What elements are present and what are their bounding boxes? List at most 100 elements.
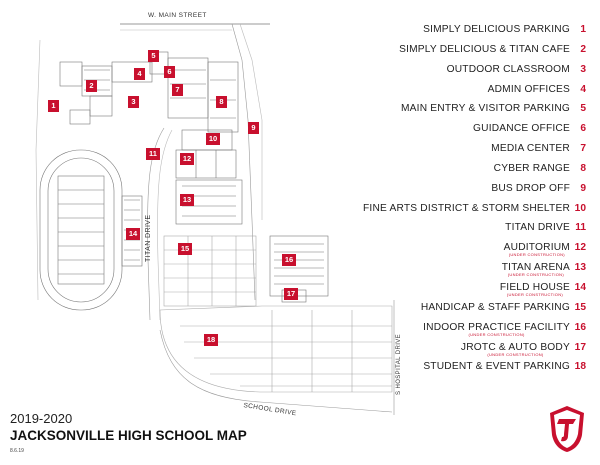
legend-label: INDOOR PRACTICE FACILITY(UNDER CONSTRUCT… [423, 322, 570, 337]
legend-label: STUDENT & EVENT PARKING [423, 361, 570, 372]
legend-item[interactable]: AUDITORIUM(UNDER CONSTRUCTION) 12 [360, 242, 586, 262]
map-title: JACKSONVILLE HIGH SCHOOL MAP [10, 428, 247, 443]
legend-number: 5 [580, 103, 586, 115]
legend-item[interactable]: TITAN DRIVE 11 [360, 222, 586, 242]
legend-label-text: SIMPLY DELICIOUS & TITAN CAFE [399, 43, 570, 55]
legend-note: (UNDER CONSTRUCTION) [508, 252, 565, 258]
map-marker-17[interactable]: 17 [284, 288, 298, 300]
map-marker-5[interactable]: 5 [148, 50, 159, 62]
map-marker-4[interactable]: 4 [134, 68, 145, 80]
map-marker-3[interactable]: 3 [128, 96, 139, 108]
legend-number: 1 [580, 24, 586, 35]
legend-item[interactable]: BUS DROP OFF 9 [360, 183, 586, 203]
legend-label-text: ADMIN OFFICES [487, 83, 570, 95]
legend-item[interactable]: CYBER RANGE 8 [360, 163, 586, 183]
map-year: 2019-2020 [10, 411, 73, 426]
legend-number: 7 [580, 143, 586, 155]
legend-number: 16 [574, 321, 586, 333]
map-marker-2[interactable]: 2 [86, 80, 97, 92]
parking-lot-15 [163, 235, 257, 307]
campus-map: W. MAIN STREET SCHOOL DRIVE TITAN DRIVE … [35, 12, 402, 417]
map-marker-7[interactable]: 7 [172, 84, 183, 96]
legend-item[interactable]: MEDIA CENTER 7 [360, 143, 586, 163]
legend-number: 17 [574, 341, 586, 353]
map-date: 8.6.19 [10, 448, 24, 454]
legend-label-text: BUS DROP OFF [491, 182, 570, 194]
map-marker-10[interactable]: 10 [206, 133, 220, 145]
legend-item[interactable]: JROTC & AUTO BODY(UNDER CONSTRUCTION) 17 [360, 342, 586, 362]
legend-item[interactable]: HANDICAP & STAFF PARKING 15 [360, 302, 586, 322]
legend-label-text: TITAN ARENA [501, 262, 570, 274]
titan-drive-road [147, 127, 165, 321]
legend-label: AUDITORIUM(UNDER CONSTRUCTION) [504, 242, 570, 257]
legend-label-text: STUDENT & EVENT PARKING [423, 361, 570, 373]
map-marker-16[interactable]: 16 [282, 254, 296, 266]
legend-item[interactable]: MAIN ENTRY & VISITOR PARKING 5 [360, 103, 586, 123]
legend-label: TITAN DRIVE [505, 222, 570, 233]
arts-arena-complex [175, 129, 243, 225]
legend-note: (UNDER CONSTRUCTION) [506, 291, 564, 297]
legend-number: 10 [574, 202, 586, 214]
legend-number: 14 [574, 281, 586, 293]
legend-label: MEDIA CENTER [491, 143, 570, 154]
street-label-titan-drive: TITAN DRIVE [145, 214, 152, 262]
map-marker-9[interactable]: 9 [248, 122, 259, 134]
legend-item[interactable]: TITAN ARENA(UNDER CONSTRUCTION) 13 [360, 262, 586, 282]
legend-label-text: FINE ARTS DISTRICT & STORM SHELTER [363, 202, 570, 214]
legend-item[interactable]: FIELD HOUSE(UNDER CONSTRUCTION) 14 [360, 282, 586, 302]
legend-label-text: HANDICAP & STAFF PARKING [420, 301, 570, 313]
legend-label-text: AUDITORIUM [503, 242, 570, 254]
map-marker-8[interactable]: 8 [216, 96, 227, 108]
legend-item[interactable]: SIMPLY DELICIOUS PARKING 1 [360, 24, 586, 44]
legend-label: ADMIN OFFICES [488, 84, 570, 95]
map-marker-13[interactable]: 13 [180, 194, 194, 206]
legend-label: CYBER RANGE [494, 163, 570, 174]
east-road [231, 23, 256, 301]
map-marker-18[interactable]: 18 [204, 334, 218, 346]
legend-label-text: GUIDANCE OFFICE [473, 123, 570, 135]
legend-item[interactable]: FINE ARTS DISTRICT & STORM SHELTER 10 [360, 203, 586, 223]
legend-label: FINE ARTS DISTRICT & STORM SHELTER [363, 203, 570, 214]
legend-label: HANDICAP & STAFF PARKING [421, 302, 570, 313]
west-road [35, 39, 41, 301]
legend-item[interactable]: INDOOR PRACTICE FACILITY(UNDER CONSTRUCT… [360, 322, 586, 342]
legend-label: OUTDOOR CLASSROOM [447, 64, 570, 75]
legend-label-text: INDOOR PRACTICE FACILITY [423, 321, 570, 333]
legend-item[interactable]: ADMIN OFFICES 4 [360, 84, 586, 104]
map-marker-11[interactable]: 11 [146, 148, 160, 160]
legend-number: 18 [574, 361, 586, 373]
map-marker-15[interactable]: 15 [178, 243, 192, 255]
legend-number: 11 [575, 222, 586, 234]
legend-label: SIMPLY DELICIOUS & TITAN CAFE [399, 44, 570, 55]
legend-label-text: MAIN ENTRY & VISITOR PARKING [400, 103, 570, 115]
legend-label-text: JROTC & AUTO BODY [460, 341, 570, 353]
legend-number: 9 [580, 182, 586, 194]
legend-number: 13 [574, 262, 586, 274]
legend-label: JROTC & AUTO BODY(UNDER CONSTRUCTION) [461, 342, 570, 357]
map-marker-1[interactable]: 1 [48, 100, 59, 112]
legend-number: 4 [580, 83, 586, 95]
legend-label: FIELD HOUSE(UNDER CONSTRUCTION) [500, 282, 570, 297]
map-marker-12[interactable]: 12 [180, 153, 194, 165]
legend-label: MAIN ENTRY & VISITOR PARKING [401, 103, 570, 114]
legend-number: 12 [574, 242, 586, 254]
legend-number: 15 [574, 301, 586, 313]
legend-label-text: FIELD HOUSE [499, 281, 570, 293]
school-shield-logo [550, 406, 584, 452]
legend-label: BUS DROP OFF [491, 183, 570, 194]
legend-label-text: OUTDOOR CLASSROOM [446, 63, 570, 75]
legend-item[interactable]: STUDENT & EVENT PARKING 18 [360, 361, 586, 381]
legend-note: (UNDER CONSTRUCTION) [468, 331, 525, 337]
legend-number: 8 [580, 162, 586, 174]
map-marker-14[interactable]: 14 [126, 228, 140, 240]
legend-label-text: MEDIA CENTER [491, 143, 570, 155]
legend-note: (UNDER CONSTRUCTION) [507, 272, 564, 278]
practice-facility [269, 235, 329, 303]
legend-label: GUIDANCE OFFICE [473, 123, 570, 134]
legend-label: SIMPLY DELICIOUS PARKING [423, 24, 570, 35]
map-marker-6[interactable]: 6 [164, 66, 175, 78]
